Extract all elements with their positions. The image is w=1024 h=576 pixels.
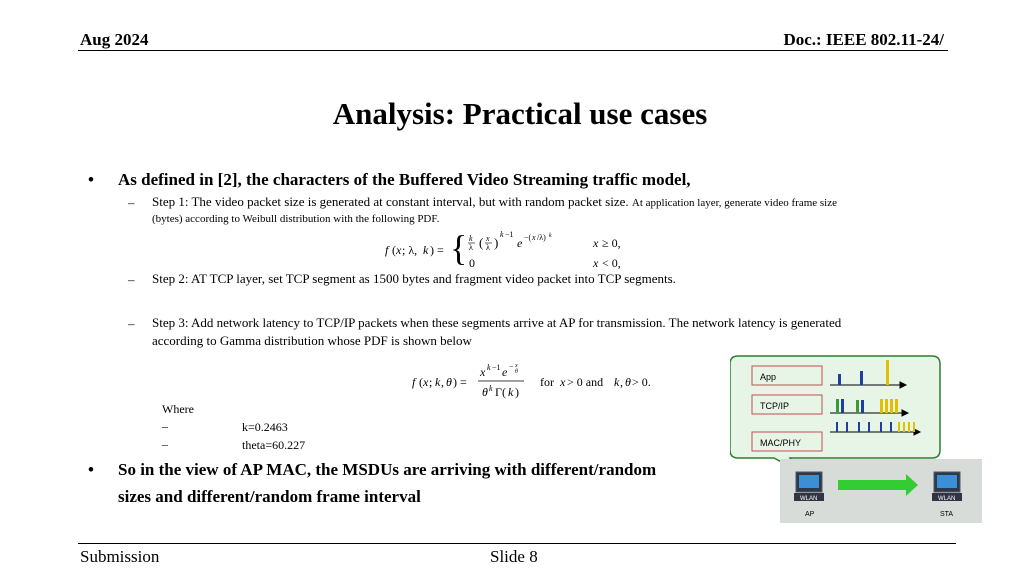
mac-msdu-bars	[836, 422, 915, 432]
app-frame-bars	[838, 360, 889, 385]
svg-text:,: ,	[441, 375, 444, 389]
svg-text:k: k	[500, 230, 504, 239]
svg-text:−1: −1	[505, 230, 514, 239]
svg-text:(: (	[479, 235, 483, 250]
sta-device-icon	[932, 471, 962, 501]
svg-text:x: x	[422, 375, 429, 389]
svg-text:; λ,: ; λ,	[402, 243, 417, 257]
svg-text:): )	[515, 385, 519, 399]
gamma-pdf-formula: f ( x ; k , θ ) = x k −1 e − x θ θ k Γ( …	[412, 362, 651, 399]
svg-text:θ: θ	[625, 375, 631, 389]
bullet-marker: •	[88, 460, 94, 479]
bullet-ap-mac-view-line-2: sizes and different/random frame interva…	[118, 487, 421, 506]
footer-submission: Submission	[80, 547, 160, 566]
svg-text:e: e	[502, 365, 508, 379]
svg-text:k: k	[435, 375, 441, 389]
ap-device-icon	[794, 471, 824, 501]
svg-text:;: ;	[429, 375, 432, 389]
ap-label: AP	[805, 511, 815, 518]
svg-text:k: k	[614, 375, 620, 389]
svg-text:x: x	[514, 363, 518, 369]
weibull-pdf-formula: f ( x ; λ, k ) = { k λ ( x λ ) k −1 e −(…	[385, 228, 621, 270]
svg-text:x: x	[592, 256, 599, 270]
svg-text:θ: θ	[515, 369, 518, 375]
step-2-text: Step 2: AT TCP layer, set TCP segment as…	[152, 271, 676, 286]
transmit-arrow-icon	[838, 474, 918, 496]
svg-text:): )	[494, 235, 498, 250]
sta-label: STA	[940, 511, 953, 518]
param-k: k=0.2463	[242, 420, 288, 434]
where-label: Where	[162, 402, 194, 416]
slide-title: Analysis: Practical use cases	[332, 96, 708, 131]
svg-text:0: 0	[469, 256, 475, 270]
svg-text:k: k	[423, 243, 429, 257]
layer-box-app	[751, 365, 823, 386]
layer-label-tcpip: TCP/IP	[760, 401, 789, 411]
svg-text:f: f	[385, 243, 390, 257]
tcpip-segment-bars	[836, 399, 898, 413]
svg-text:/λ): /λ)	[537, 233, 546, 242]
bullet-marker: •	[88, 170, 94, 189]
svg-text:e: e	[517, 236, 523, 250]
svg-text:x: x	[395, 243, 402, 257]
svg-text:−: −	[509, 362, 514, 371]
layer-label-app: App	[760, 372, 776, 382]
header-date: Aug 2024	[80, 30, 149, 49]
svg-text:> 0 and: > 0 and	[567, 375, 603, 389]
svg-text:−(: −(	[524, 233, 532, 242]
layer-label-macphy: MAC/PHY	[760, 438, 801, 448]
svg-text:> 0.: > 0.	[632, 375, 651, 389]
footer-slide-number: Slide 8	[490, 547, 538, 566]
bullet-traffic-model: As defined in [2], the characters of the…	[118, 170, 691, 189]
svg-text:{: {	[450, 228, 467, 268]
bullet-ap-mac-view-line-1: So in the view of AP MAC, the MSDUs are …	[118, 460, 657, 479]
dash-marker: –	[128, 195, 135, 210]
ap-device-text: WLAN	[800, 496, 817, 502]
layer-box-macphy	[751, 431, 823, 452]
svg-text:x: x	[479, 365, 486, 379]
step-1-main: Step 1: The video packet size is generat…	[152, 194, 629, 209]
svg-text:λ: λ	[486, 243, 490, 252]
svg-text:Γ(: Γ(	[495, 385, 506, 399]
dash-marker: –	[128, 272, 135, 287]
svg-text:x: x	[559, 375, 566, 389]
dash-marker: –	[162, 437, 168, 451]
param-theta: theta=60.227	[242, 438, 306, 452]
svg-text:x: x	[485, 234, 490, 243]
svg-text:(: (	[392, 243, 396, 257]
footer-rule	[78, 543, 956, 544]
svg-text:k: k	[489, 384, 493, 393]
dash-marker: –	[128, 316, 135, 331]
svg-text:f: f	[412, 375, 417, 389]
svg-text:−1: −1	[492, 363, 501, 372]
svg-text:k: k	[508, 385, 514, 399]
svg-text:) =: ) =	[453, 375, 467, 389]
svg-text:) =: ) =	[430, 243, 444, 257]
sta-device-text: WLAN	[938, 496, 955, 502]
step-1-small-a: At application layer, generate video fra…	[631, 197, 837, 209]
step-3-line-1: Step 3: Add network latency to TCP/IP pa…	[152, 315, 842, 330]
svg-text:x: x	[531, 233, 536, 242]
step-3-line-2: according to Gamma distribution whose PD…	[152, 333, 472, 348]
dash-marker: –	[162, 419, 168, 433]
svg-text:k: k	[469, 234, 473, 243]
step-1-small-b: (bytes) according to Weibull distributio…	[152, 213, 440, 225]
header-rule	[78, 50, 948, 51]
svg-text:(: (	[419, 375, 423, 389]
svg-text:,: ,	[620, 375, 623, 389]
svg-text:k: k	[549, 233, 552, 239]
svg-text:θ: θ	[482, 385, 488, 399]
svg-text:for: for	[540, 375, 554, 389]
svg-text:≥ 0,: ≥ 0,	[602, 236, 621, 250]
svg-text:k: k	[487, 363, 491, 372]
svg-text:< 0,: < 0,	[602, 256, 621, 270]
traffic-layer-figure: App TCP/IP MAC/PHY	[730, 355, 982, 523]
header-doc-number: Doc.: IEEE 802.11-24/	[783, 30, 944, 49]
svg-text:x: x	[592, 236, 599, 250]
layer-box-tcpip	[751, 394, 823, 415]
step-1-text: Step 1: The video packet size is generat…	[152, 193, 952, 212]
svg-text:λ: λ	[469, 243, 473, 252]
svg-text:θ: θ	[446, 375, 452, 389]
